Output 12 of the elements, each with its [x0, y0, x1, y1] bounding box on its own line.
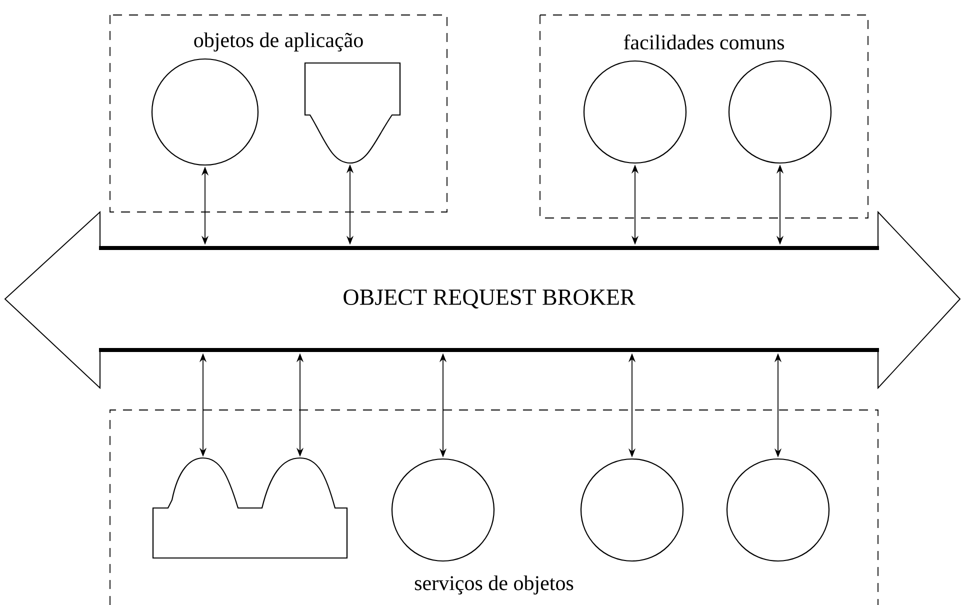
circle: [726, 458, 830, 562]
circle: [151, 58, 259, 166]
double-arrow-band: OBJECT REQUEST BROKER: [4, 210, 961, 390]
circle: [583, 60, 687, 164]
component-shape: [152, 457, 348, 559]
circle: [728, 60, 832, 164]
dashed-group-box: objetos de aplicação: [110, 14, 448, 212]
dashed-group-box: facilidades comuns: [540, 14, 868, 218]
circle: [580, 458, 684, 562]
dashed-group-box: serviços de objetos: [110, 410, 878, 605]
component-shape: [304, 62, 401, 164]
circle: [391, 458, 495, 562]
